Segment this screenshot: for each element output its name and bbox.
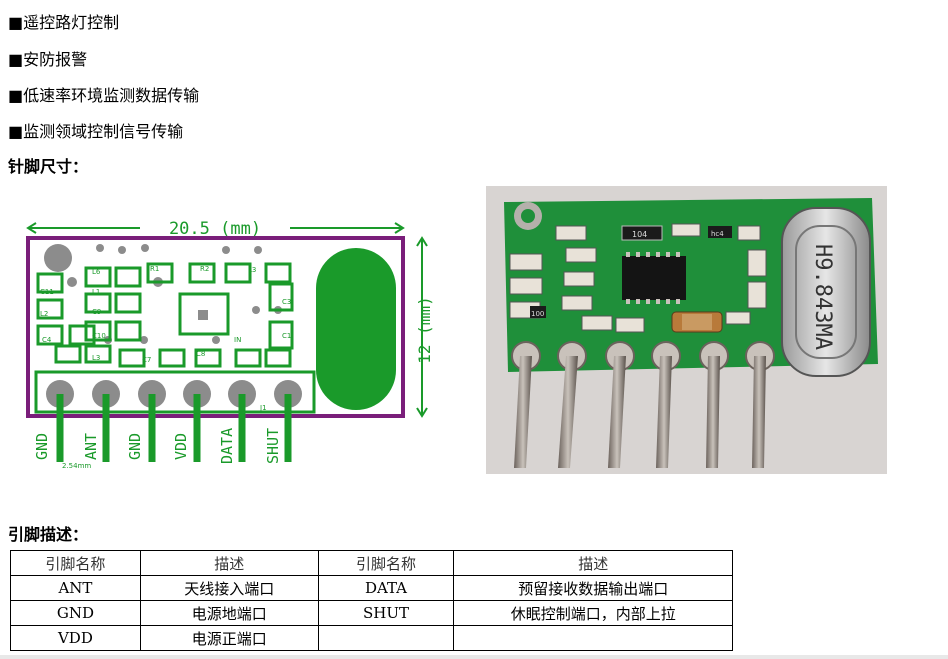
component-label: C7 <box>142 356 151 364</box>
pin-name-cell <box>317 625 455 651</box>
crystal-marking: H9.843MA <box>810 244 835 350</box>
pin-description-table: 引脚名称 描述 引脚名称 描述 ANT 天线接入端口 DATA 预留接收数据输出… <box>10 550 733 651</box>
component-label: L2 <box>40 310 48 318</box>
table-row: VDD 电源正端口 <box>10 625 733 651</box>
pin-desc-heading: 引脚描述： <box>8 525 89 544</box>
pin-label-shut: SHUT <box>264 428 282 464</box>
pin-desc-cell: 预留接收数据输出端口 <box>453 575 733 601</box>
component-label: L3 <box>92 354 100 362</box>
column-header: 引脚名称 <box>317 550 455 576</box>
component-label: L6 <box>92 268 101 276</box>
module-photo: 104 hc4 100 H9.843MA <box>486 186 887 474</box>
component-label: C4 <box>42 336 52 344</box>
pin-name-cell: ANT <box>10 575 141 601</box>
component-label: IN <box>234 336 241 344</box>
component-label: R1 <box>150 265 159 273</box>
pin-desc-cell: 电源正端口 <box>139 625 319 651</box>
pin-name-cell: SHUT <box>317 600 455 626</box>
component-label: C3 <box>282 298 291 306</box>
pin-name-cell: GND <box>10 600 141 626</box>
pin-name-cell: DATA <box>317 575 455 601</box>
pin-size-heading: 针脚尺寸： <box>8 157 89 176</box>
column-header: 描述 <box>139 550 319 576</box>
component-label: L1 <box>92 288 100 296</box>
footer-bar <box>0 655 948 659</box>
chip-label: 104 <box>632 230 647 239</box>
pin-label-gnd: GND <box>33 433 51 460</box>
pin-label-data: DATA <box>218 428 236 464</box>
component-label: J1 <box>259 404 267 412</box>
chip-label: hc4 <box>711 230 724 238</box>
pin-name-cell: VDD <box>10 625 141 651</box>
column-header: 引脚名称 <box>10 550 141 576</box>
pin-label-vdd: VDD <box>172 433 190 460</box>
component-label: C1 <box>282 332 291 340</box>
feature-item: ■监测领域控制信号传输 <box>8 122 184 141</box>
pin-label-ant: ANT <box>82 433 100 460</box>
height-dimension-label: 12 (mm) <box>415 296 434 363</box>
component-label: C10 <box>92 332 106 340</box>
feature-item: ■遥控路灯控制 <box>8 13 120 32</box>
pin-desc-cell: 电源地端口 <box>139 600 319 626</box>
width-dimension-label: 20.5 (mm) <box>169 219 261 239</box>
pin-label-gnd: GND <box>126 433 144 460</box>
pcb-dimension-diagram: 20.5 (mm) 12 (mm) <box>26 218 434 470</box>
component-label: C9 <box>92 308 101 316</box>
feature-item: ■低速率环境监测数据传输 <box>8 86 200 105</box>
component-label: C11 <box>40 288 54 296</box>
table-header-row: 引脚名称 描述 引脚名称 描述 <box>10 550 733 576</box>
pin-desc-cell: 休眠控制端口，内部上拉 <box>453 600 733 626</box>
table-row: GND 电源地端口 SHUT 休眠控制端口，内部上拉 <box>10 600 733 626</box>
table-row: ANT 天线接入端口 DATA 预留接收数据输出端口 <box>10 575 733 601</box>
pitch-label: 2.54mm <box>62 462 91 470</box>
component-label: L3 <box>248 266 256 274</box>
component-label: C8 <box>196 350 205 358</box>
feature-item: ■安防报警 <box>8 50 88 69</box>
pin-desc-cell: 天线接入端口 <box>139 575 319 601</box>
pin-desc-cell <box>453 625 733 651</box>
chip-label: 100 <box>531 310 544 318</box>
component-label: R2 <box>200 265 209 273</box>
column-header: 描述 <box>453 550 733 576</box>
